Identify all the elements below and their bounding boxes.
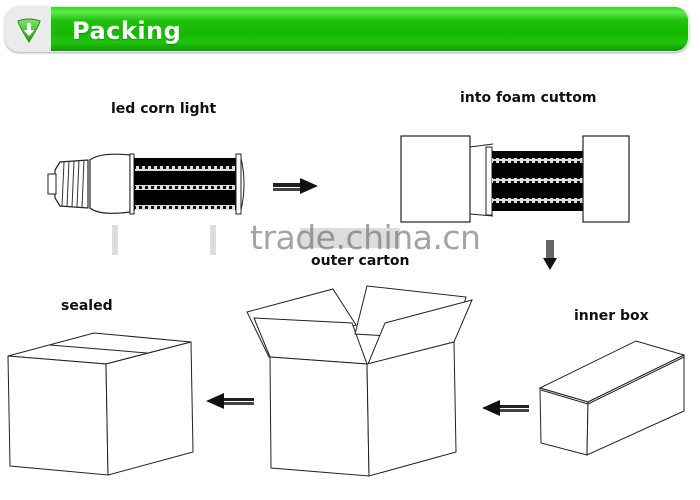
sealed-box-illustration (7, 332, 194, 476)
step-label-outer-carton: outer carton (311, 253, 410, 269)
step-label-sealed: sealed (61, 298, 113, 314)
watermark: trade.china.cn (250, 218, 481, 257)
arrow-left-icon (206, 393, 254, 409)
header-green-bar (51, 7, 688, 51)
led-corn-light-illustration (47, 153, 245, 215)
outer-carton-illustration (246, 285, 473, 477)
download-arrow-icon (17, 18, 41, 43)
section-header-banner: Packing (5, 6, 689, 52)
arrow-left-icon (482, 400, 529, 416)
step-label-foam: into foam cuttom (460, 90, 597, 106)
inner-box-illustration (538, 340, 686, 456)
arrow-right-icon (273, 178, 318, 194)
page-title: Packing (72, 17, 182, 45)
foam-cushion-illustration (400, 135, 630, 223)
step-label-led-corn-light: led corn light (111, 101, 217, 117)
step-label-inner-box: inner box (574, 308, 649, 324)
arrow-down-icon (543, 240, 557, 270)
